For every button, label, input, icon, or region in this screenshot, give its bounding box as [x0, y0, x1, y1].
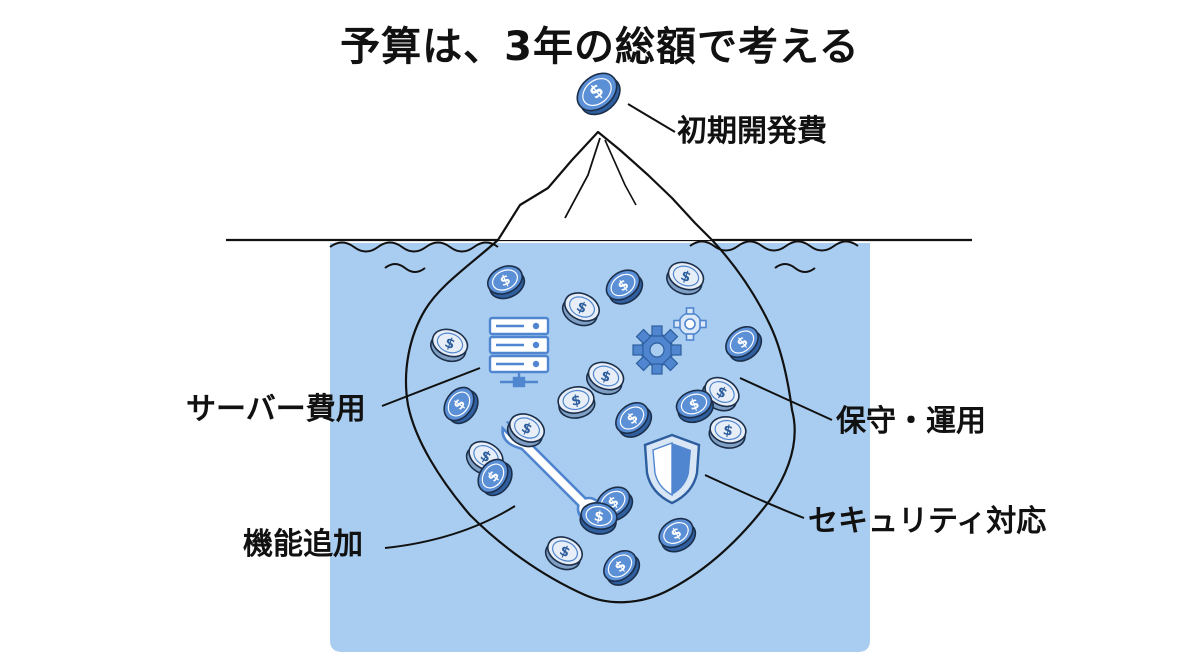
leader-security [704, 474, 805, 519]
wave-left [384, 263, 426, 273]
wave-right [774, 263, 816, 273]
leader-maint [739, 377, 833, 421]
coin-icon: $ [486, 265, 526, 300]
water-area [330, 243, 870, 652]
coin-icon: $ [557, 386, 596, 419]
server-icon [488, 316, 550, 388]
iceberg-crease-2 [604, 139, 637, 206]
gear-icon [632, 307, 707, 375]
leader-feature [384, 505, 516, 549]
label-server-cost: サーバー費用 [186, 392, 366, 427]
coin-icon: $ [725, 325, 763, 362]
svg-text:$: $ [722, 422, 734, 439]
coin-icon: $ [576, 72, 621, 116]
label-initial-dev: 初期開発費 [677, 114, 827, 149]
coin-icon: $ [615, 401, 653, 438]
leader-server [381, 367, 481, 407]
coin-icon: $ [443, 386, 479, 425]
coin-icon: $ [544, 536, 584, 571]
coin-icon: $ [477, 458, 513, 497]
svg-text:$: $ [570, 392, 582, 409]
coin-icon: $ [579, 502, 618, 535]
coin-icon: $ [708, 416, 747, 449]
coin-icon: $ [658, 517, 697, 553]
coin-icon: $ [506, 413, 546, 448]
svg-text:$: $ [593, 508, 605, 525]
coin-icon: $ [666, 261, 705, 296]
leader-initial [627, 103, 676, 133]
coin-icon: $ [586, 361, 625, 396]
label-maintenance: 保守・運用 [836, 404, 986, 439]
coin-icon: $ [675, 389, 714, 424]
iceberg-tip [497, 130, 713, 241]
coin-icon: $ [605, 269, 644, 305]
iceberg-crease [564, 137, 601, 219]
coins-layer: $$$$$$$$$$$$$$$$$$$$$$ [430, 72, 763, 586]
coin-icon: $ [603, 549, 641, 586]
page-title: 予算は、3年の総額で考える [340, 24, 860, 70]
iceberg-underwater [404, 239, 796, 604]
label-feature-add: 機能追加 [243, 527, 363, 562]
coin-icon: $ [430, 328, 469, 363]
label-security: セキュリティ対応 [808, 504, 1047, 539]
shield-icon [643, 433, 701, 505]
coin-icon: $ [561, 292, 601, 327]
waterline-waves [329, 240, 859, 253]
